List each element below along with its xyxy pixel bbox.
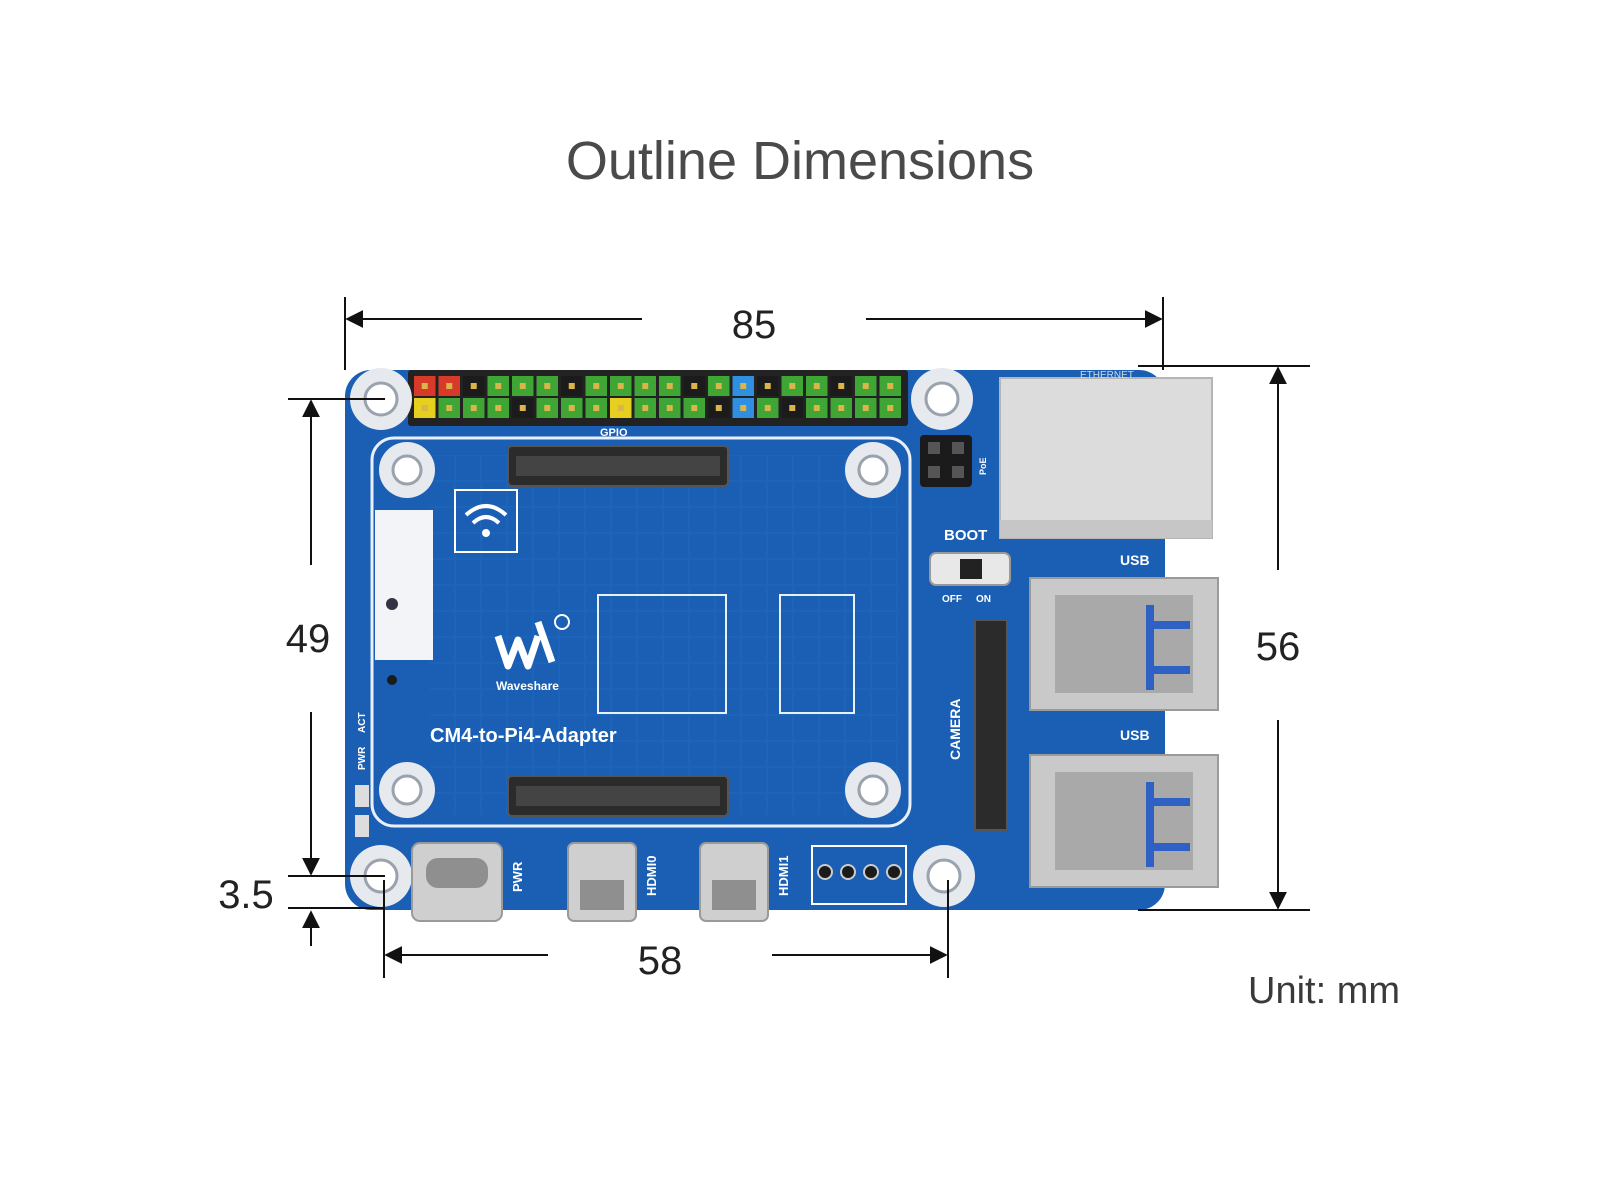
dim-width: 85 [344, 297, 1164, 370]
boot-off-label: OFF [942, 594, 962, 605]
gpio-pin-tip [593, 405, 600, 411]
antenna-label [375, 510, 433, 660]
gpio-label: GPIO [600, 427, 628, 439]
gpio-pin-tip [789, 405, 796, 411]
poe-header [920, 435, 972, 487]
chip-outline-2 [779, 594, 855, 714]
led-act-label: ACT [357, 712, 368, 733]
gpio-pin-tip [740, 405, 747, 411]
gpio-pin-tip [862, 405, 869, 411]
dim-hole-span-vertical: 49 [286, 398, 385, 877]
unit-label: Unit: mm [1248, 970, 1400, 1012]
gpio-pin-tip [838, 383, 845, 389]
gpio-pin-tip [568, 405, 575, 411]
gpio-pin-tip [470, 383, 477, 389]
gpio-pin-tip [666, 383, 673, 389]
camera-label: CAMERA [947, 699, 963, 760]
led-pwr [355, 785, 369, 807]
gpio-pin-tip [764, 405, 771, 411]
mounting-hole [911, 368, 973, 430]
gpio-pin-tip [813, 405, 820, 411]
gpio-pin-tip [446, 405, 453, 411]
cm4-mounting-hole [845, 762, 901, 818]
gpio-pin-tip [544, 383, 551, 389]
boot-on-label: ON [976, 594, 991, 605]
dim-hole-span-horizontal: 58 [383, 880, 949, 983]
gpio-pin-tip [519, 383, 526, 389]
model-label: CM4-to-Pi4-Adapter [430, 725, 617, 747]
dim-hole-span-vertical-label: 49 [286, 617, 331, 661]
gpio-pin-tip [789, 383, 796, 389]
ethernet-label: ETHERNET [1080, 370, 1134, 381]
dim-hole-offset: 3.5 [218, 873, 385, 946]
gpio-pin-tip [715, 383, 722, 389]
wifi-icon [454, 489, 518, 553]
dim-hole-span-horizontal-label: 58 [638, 939, 683, 983]
gpio-pin-tip [495, 405, 502, 411]
gpio-pin-tip [642, 405, 649, 411]
gpio-pin-tip [421, 383, 428, 389]
gpio-pin-tip [887, 405, 894, 411]
gpio-pin-tip [617, 383, 624, 389]
gpio-pin-tip [838, 405, 845, 411]
chip-outline [597, 594, 727, 714]
gpio-pin-tip [691, 383, 698, 389]
gpio-pin-tip [813, 383, 820, 389]
brand-label: Waveshare [496, 679, 559, 693]
gpio-pin-tip [421, 405, 428, 411]
gpio-pin-tip [593, 383, 600, 389]
led-pwr-label: PWR [357, 746, 368, 770]
usb-label-top: USB [1120, 552, 1150, 568]
waveshare-logo [494, 614, 570, 670]
gpio-pin-tip [544, 405, 551, 411]
usb-label-bottom: USB [1120, 727, 1150, 743]
hdmi0-label: HDMI0 [644, 856, 659, 896]
cm4-mounting-hole [379, 762, 435, 818]
camera-connector [974, 619, 1008, 831]
ethernet-jack [999, 377, 1213, 539]
boot-label: BOOT [944, 527, 987, 544]
gpio-pin-tip [715, 405, 722, 411]
gpio-pin-tip [764, 383, 771, 389]
dim-height-label: 56 [1256, 625, 1301, 669]
gpio-pin-tip [862, 383, 869, 389]
mounting-hole [913, 845, 975, 907]
gpio-pin-tip [691, 405, 698, 411]
cm4-outline [370, 436, 912, 828]
gpio-pin-tip [642, 383, 649, 389]
pwr-label: PWR [510, 861, 525, 892]
poe-label: PoE [978, 457, 988, 475]
dim-width-label: 85 [732, 303, 777, 347]
hdmi1-label: HDMI1 [776, 856, 791, 896]
usb-port-top [1029, 577, 1219, 711]
gpio-pin-tip [740, 383, 747, 389]
gpio-pin-tip [446, 383, 453, 389]
led-act [355, 815, 369, 837]
gpio-pin-tip [470, 405, 477, 411]
gpio-pin-tip [519, 405, 526, 411]
gpio-pin-tip [568, 383, 575, 389]
gpio-pin-tip [617, 405, 624, 411]
gpio-pin-tip [495, 383, 502, 389]
pcb-trace-area [430, 455, 900, 815]
cm4-mounting-hole [845, 442, 901, 498]
gpio-pin-tip [887, 383, 894, 389]
usb-port-bottom [1029, 754, 1219, 888]
gpio-header [408, 370, 908, 426]
page-title: Outline Dimensions [565, 131, 1035, 191]
fan-header [811, 845, 907, 905]
dim-hole-offset-label: 3.5 [218, 873, 274, 917]
cm4-mounting-hole [379, 442, 435, 498]
gpio-pin-tip [666, 405, 673, 411]
dim-height: 56 [1138, 365, 1310, 911]
